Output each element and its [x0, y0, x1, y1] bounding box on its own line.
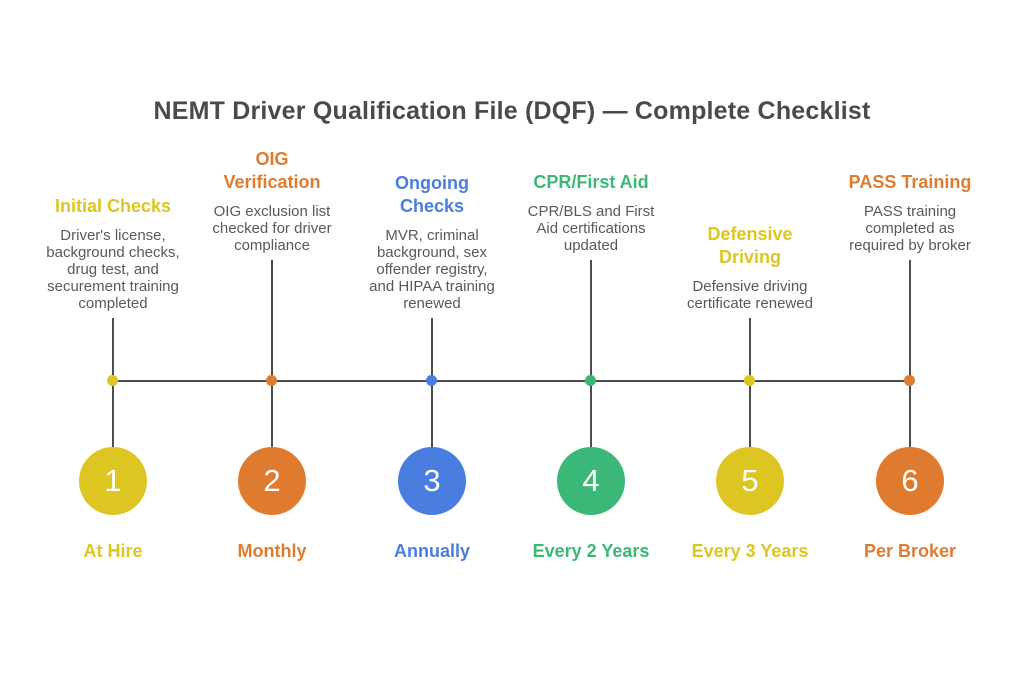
step-number-circle: 1 [79, 447, 147, 515]
milestone-description: OIG exclusion list checked for driver co… [212, 203, 332, 254]
timeline-dot [426, 375, 437, 386]
connector-line [909, 260, 911, 448]
page-title: NEMT Driver Qualification File (DQF) — C… [153, 97, 871, 125]
connector-line [271, 260, 273, 448]
step-number-circle: 2 [238, 447, 306, 515]
timeline-dot [744, 375, 755, 386]
milestone-description: PASS training completed as required by b… [849, 203, 971, 254]
milestone-description: Defensive driving certificate renewed [687, 278, 813, 312]
milestone-description: CPR/BLS and First Aid certifications upd… [527, 203, 655, 254]
schedule-label: Annually [393, 541, 470, 561]
milestone-text-block: PASS Training PASS training completed as… [825, 171, 995, 254]
timeline-dot [107, 375, 118, 386]
schedule-label: Every 3 Years [691, 541, 809, 561]
milestone-title: PASS Training [848, 172, 972, 192]
step-number-circle: 6 [876, 447, 944, 515]
milestone-text-block: Defensive Driving Defensive driving cert… [665, 223, 835, 312]
milestone-title: Defensive Driving [707, 224, 793, 267]
timeline-dot [266, 375, 277, 386]
schedule-label: Every 2 Years [532, 541, 650, 561]
milestone-text-block: Ongoing Checks MVR, criminal background,… [347, 172, 517, 312]
schedule-label: Per Broker [863, 541, 957, 561]
schedule-label: Monthly [237, 541, 307, 561]
milestone-text-block: CPR/First Aid CPR/BLS and First Aid cert… [506, 171, 676, 254]
milestone-text-block: OIG Verification OIG exclusion list chec… [187, 148, 357, 254]
timeline-dot [585, 375, 596, 386]
milestone-title: Initial Checks [54, 196, 172, 216]
milestone-title: Ongoing Checks [395, 173, 469, 216]
schedule-label: At Hire [83, 541, 143, 561]
step-number-circle: 5 [716, 447, 784, 515]
timeline-dot [904, 375, 915, 386]
milestone-text-block: Initial Checks Driver's license, backgro… [28, 195, 198, 312]
step-number-circle: 4 [557, 447, 625, 515]
milestone-description: MVR, criminal background, sex offender r… [369, 227, 495, 312]
milestone-title: CPR/First Aid [533, 172, 649, 192]
connector-line [590, 260, 592, 448]
milestone-title: OIG Verification [223, 149, 321, 192]
milestone-description: Driver's license, background checks, dru… [46, 227, 180, 312]
timeline-axis [112, 380, 910, 382]
step-number-circle: 3 [398, 447, 466, 515]
